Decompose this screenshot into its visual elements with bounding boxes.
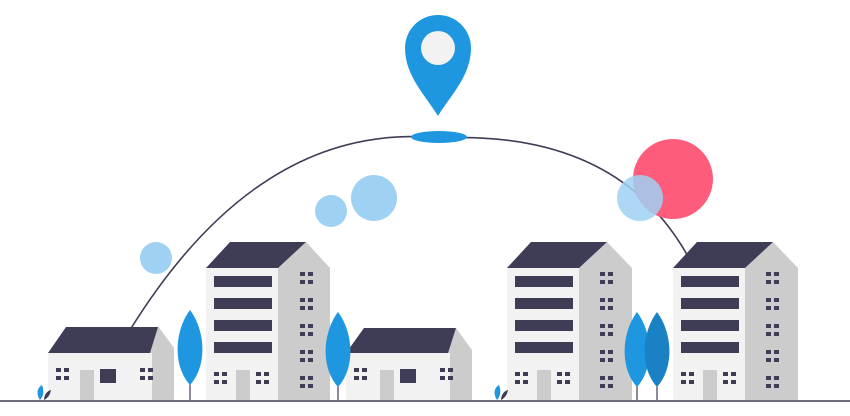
- plant: [37, 385, 51, 400]
- tree: [325, 312, 351, 400]
- house-left: [48, 326, 174, 400]
- apartment-building-1: [206, 242, 330, 400]
- apartment-building-3: [673, 242, 798, 400]
- location-pin-icon: [405, 15, 471, 143]
- house-middle: [346, 328, 472, 400]
- apartment-building-2: [507, 242, 632, 400]
- plant: [494, 385, 508, 400]
- tree: [644, 312, 670, 400]
- decorative-circle: [315, 195, 347, 227]
- decorative-circle: [351, 175, 397, 221]
- decorative-circle: [140, 242, 172, 274]
- tree: [624, 312, 650, 400]
- decorative-circle: [617, 175, 663, 221]
- tree: [177, 310, 203, 400]
